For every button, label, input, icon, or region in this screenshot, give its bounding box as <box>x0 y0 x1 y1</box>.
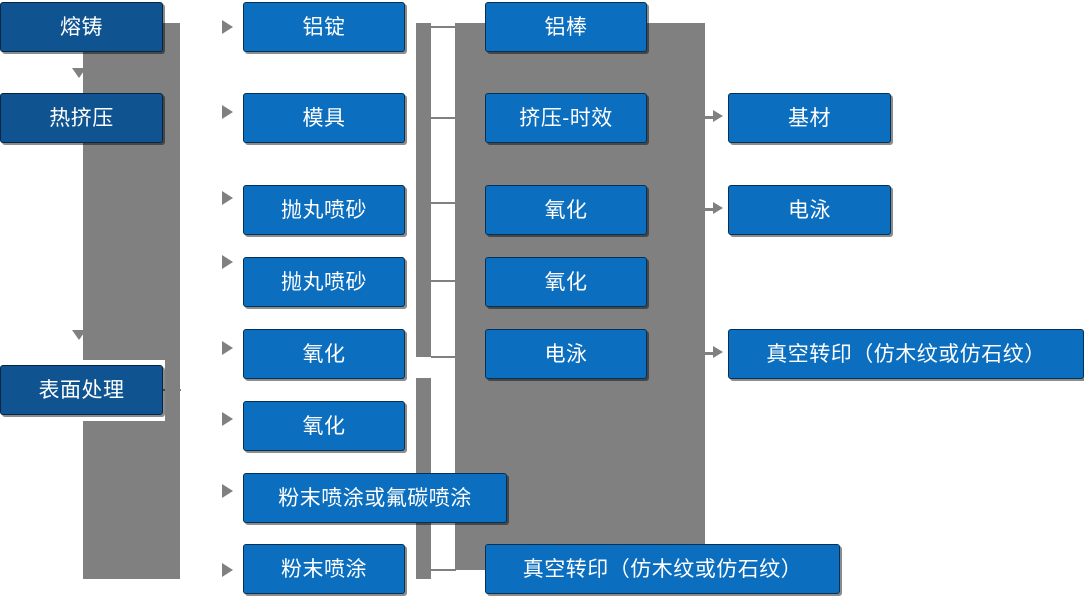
process-label-aluminum-bar: 铝棒 <box>544 15 588 39</box>
output-arrow-stem-2 <box>705 208 715 211</box>
input-label-powder-fluorocarbon: 粉末喷涂或氟碳喷涂 <box>278 486 472 510</box>
input-box-powder-fluorocarbon[interactable]: 粉末喷涂或氟碳喷涂 <box>243 473 507 523</box>
input-box-powder-coating[interactable]: 粉末喷涂 <box>243 544 405 594</box>
input-arrow-3 <box>222 191 233 205</box>
stage-trunk-down-arrow-1 <box>72 68 86 78</box>
stage-trunk-down-arrow-2 <box>72 330 86 340</box>
input-label-shotblast-2: 抛丸喷砂 <box>281 270 367 294</box>
process-box-extrude-aging[interactable]: 挤压-时效 <box>485 93 647 143</box>
input-label-powder-coating: 粉末喷涂 <box>281 557 367 581</box>
output-box-electrodeposition[interactable]: 电泳 <box>728 185 891 235</box>
process-label-oxidation-1: 氧化 <box>544 198 588 222</box>
input-box-die[interactable]: 模具 <box>243 93 405 143</box>
output-arrow-stem-1 <box>705 116 715 119</box>
input-label-ingot: 铝锭 <box>302 15 346 39</box>
process-label-oxidation-2: 氧化 <box>544 270 588 294</box>
process-box-oxidation-2[interactable]: 氧化 <box>485 257 647 307</box>
input-box-oxidation-1[interactable]: 氧化 <box>243 329 405 379</box>
branch-tick-6 <box>431 569 456 571</box>
stage-label-hot-extrude: 热挤压 <box>49 106 114 130</box>
process-label-vacuum-transfer-print: 真空转印（仿木纹或仿石纹） <box>522 557 803 581</box>
input-arrow-8 <box>222 563 233 577</box>
branch-tick-3 <box>431 202 456 204</box>
input-label-shotblast-1: 抛丸喷砂 <box>281 198 367 222</box>
stage-box-surface-treatment[interactable]: 表面处理 <box>0 365 163 415</box>
input-arrow-6 <box>222 412 233 426</box>
output-label-vacuum-transfer-print: 真空转印（仿木纹或仿石纹） <box>766 342 1046 366</box>
output-box-substrate[interactable]: 基材 <box>728 93 891 143</box>
input-box-shotblast-2[interactable]: 抛丸喷砂 <box>243 257 405 307</box>
output-box-vacuum-transfer-print[interactable]: 真空转印（仿木纹或仿石纹） <box>728 329 1084 379</box>
input-box-ingot[interactable]: 铝锭 <box>243 2 405 52</box>
output-arrow-1 <box>713 110 723 122</box>
input-arrow-5 <box>222 341 233 355</box>
input-label-oxidation-1: 氧化 <box>302 342 346 366</box>
process-box-oxidation-1[interactable]: 氧化 <box>485 185 647 235</box>
input-label-die: 模具 <box>302 106 346 130</box>
input-arrow-4 <box>222 255 233 269</box>
output-arrow-2 <box>713 202 723 214</box>
input-arrow-2 <box>222 105 233 119</box>
process-label-electrodeposition: 电泳 <box>544 342 588 366</box>
input-branch-bar-upper <box>416 23 431 357</box>
branch-tick-4 <box>431 280 456 282</box>
surface-stage-connector-line <box>163 389 181 391</box>
branch-tick-2 <box>431 117 456 119</box>
process-box-electrodeposition[interactable]: 电泳 <box>485 329 647 379</box>
input-box-shotblast-1[interactable]: 抛丸喷砂 <box>243 185 405 235</box>
input-label-oxidation-2: 氧化 <box>302 414 346 438</box>
branch-tick-1 <box>431 26 456 28</box>
input-arrow-7 <box>222 484 233 498</box>
output-label-electrodeposition: 电泳 <box>788 198 831 222</box>
process-label-extrude-aging: 挤压-时效 <box>519 106 613 130</box>
stage-label-surface-treatment: 表面处理 <box>38 378 125 402</box>
output-arrow-3 <box>713 346 723 358</box>
stage-box-melt-cast[interactable]: 熔铸 <box>0 2 163 52</box>
process-box-aluminum-bar[interactable]: 铝棒 <box>485 2 647 52</box>
branch-tick-5 <box>431 356 456 358</box>
stage-box-hot-extrude[interactable]: 热挤压 <box>0 93 163 143</box>
stage-label-melt-cast: 熔铸 <box>60 15 103 39</box>
input-box-oxidation-2[interactable]: 氧化 <box>243 401 405 451</box>
output-label-substrate: 基材 <box>788 106 831 130</box>
stage-trunk-bottom-stem <box>164 360 180 579</box>
input-arrow-1 <box>222 20 233 34</box>
output-arrow-stem-3 <box>705 352 715 355</box>
process-box-vacuum-transfer-print[interactable]: 真空转印（仿木纹或仿石纹） <box>485 544 840 594</box>
